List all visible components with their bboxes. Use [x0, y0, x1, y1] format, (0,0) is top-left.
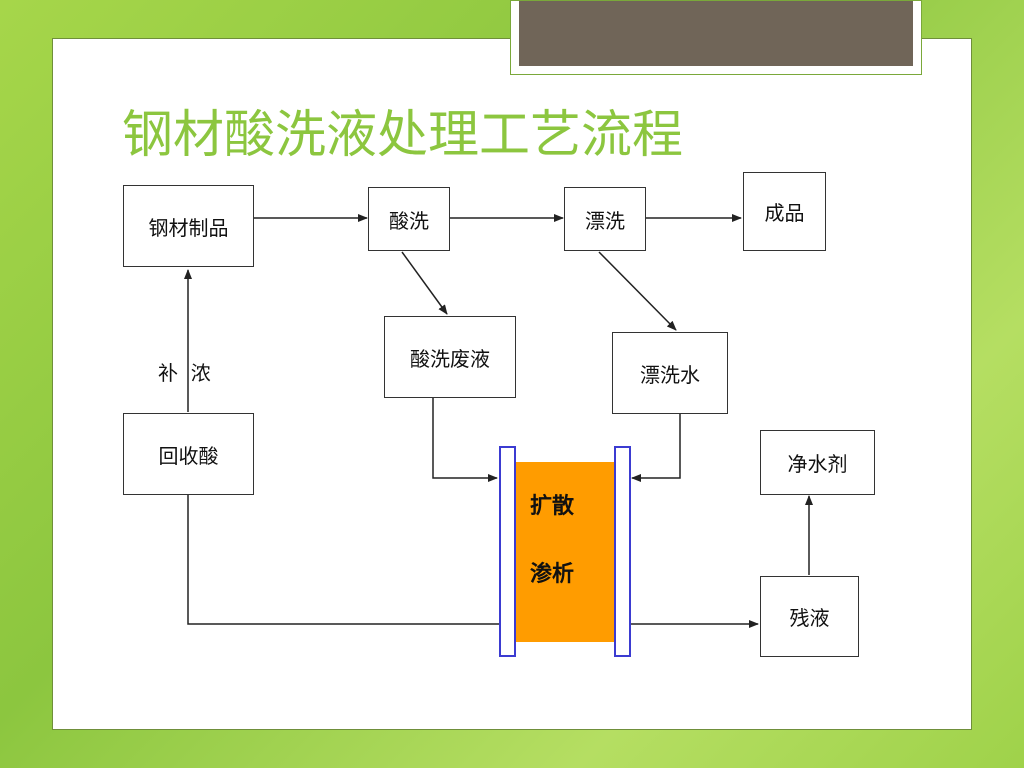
- arrow-pickling-to-waste: [401, 251, 448, 315]
- node-rinse-water: 漂洗水: [612, 332, 728, 414]
- edge-label-replenish: 补 浓: [158, 361, 211, 385]
- node-rinse-water-label: 漂洗水: [640, 362, 700, 387]
- top-tab-fill: [519, 1, 913, 66]
- line-acid-to-dialysis: [187, 495, 499, 625]
- arrow-waste-to-dialysis: [432, 398, 498, 482]
- node-water-purifier-label: 净水剂: [787, 452, 848, 476]
- node-pickling-waste: 酸洗废液: [384, 316, 516, 398]
- node-residual-liquid-label: 残液: [789, 606, 830, 630]
- membrane-right: [614, 446, 631, 657]
- node-finished-product-label: 成品: [764, 201, 805, 225]
- arrow-rinsing-to-rinsewater: [598, 251, 677, 331]
- dialysis-label-line1: 扩散: [530, 494, 575, 519]
- node-finished-product: 成品: [743, 172, 826, 251]
- node-rinsing-label: 漂洗: [585, 208, 625, 233]
- slide-title: 钢材酸洗液处理工艺流程: [122, 106, 684, 165]
- top-tab-decoration: [510, 0, 922, 75]
- node-water-purifier: 净水剂: [760, 430, 875, 495]
- diffusion-dialysis-unit: 扩散 渗析: [516, 462, 614, 642]
- node-pickling: 酸洗: [368, 187, 450, 251]
- node-recovered-acid: 回收酸: [123, 413, 254, 495]
- dialysis-label-line2: 渗析: [530, 562, 575, 587]
- membrane-left: [499, 446, 516, 657]
- node-steel-products-label: 钢材制品: [148, 215, 229, 240]
- node-steel-products: 钢材制品: [123, 185, 254, 267]
- node-recovered-acid-label: 回收酸: [158, 443, 219, 468]
- arrow-rinsewater-to-dialysis: [631, 414, 681, 482]
- node-pickling-waste-label: 酸洗废液: [410, 346, 490, 371]
- node-pickling-label: 酸洗: [389, 208, 429, 233]
- node-residual-liquid: 残液: [760, 576, 859, 657]
- node-rinsing: 漂洗: [564, 187, 646, 251]
